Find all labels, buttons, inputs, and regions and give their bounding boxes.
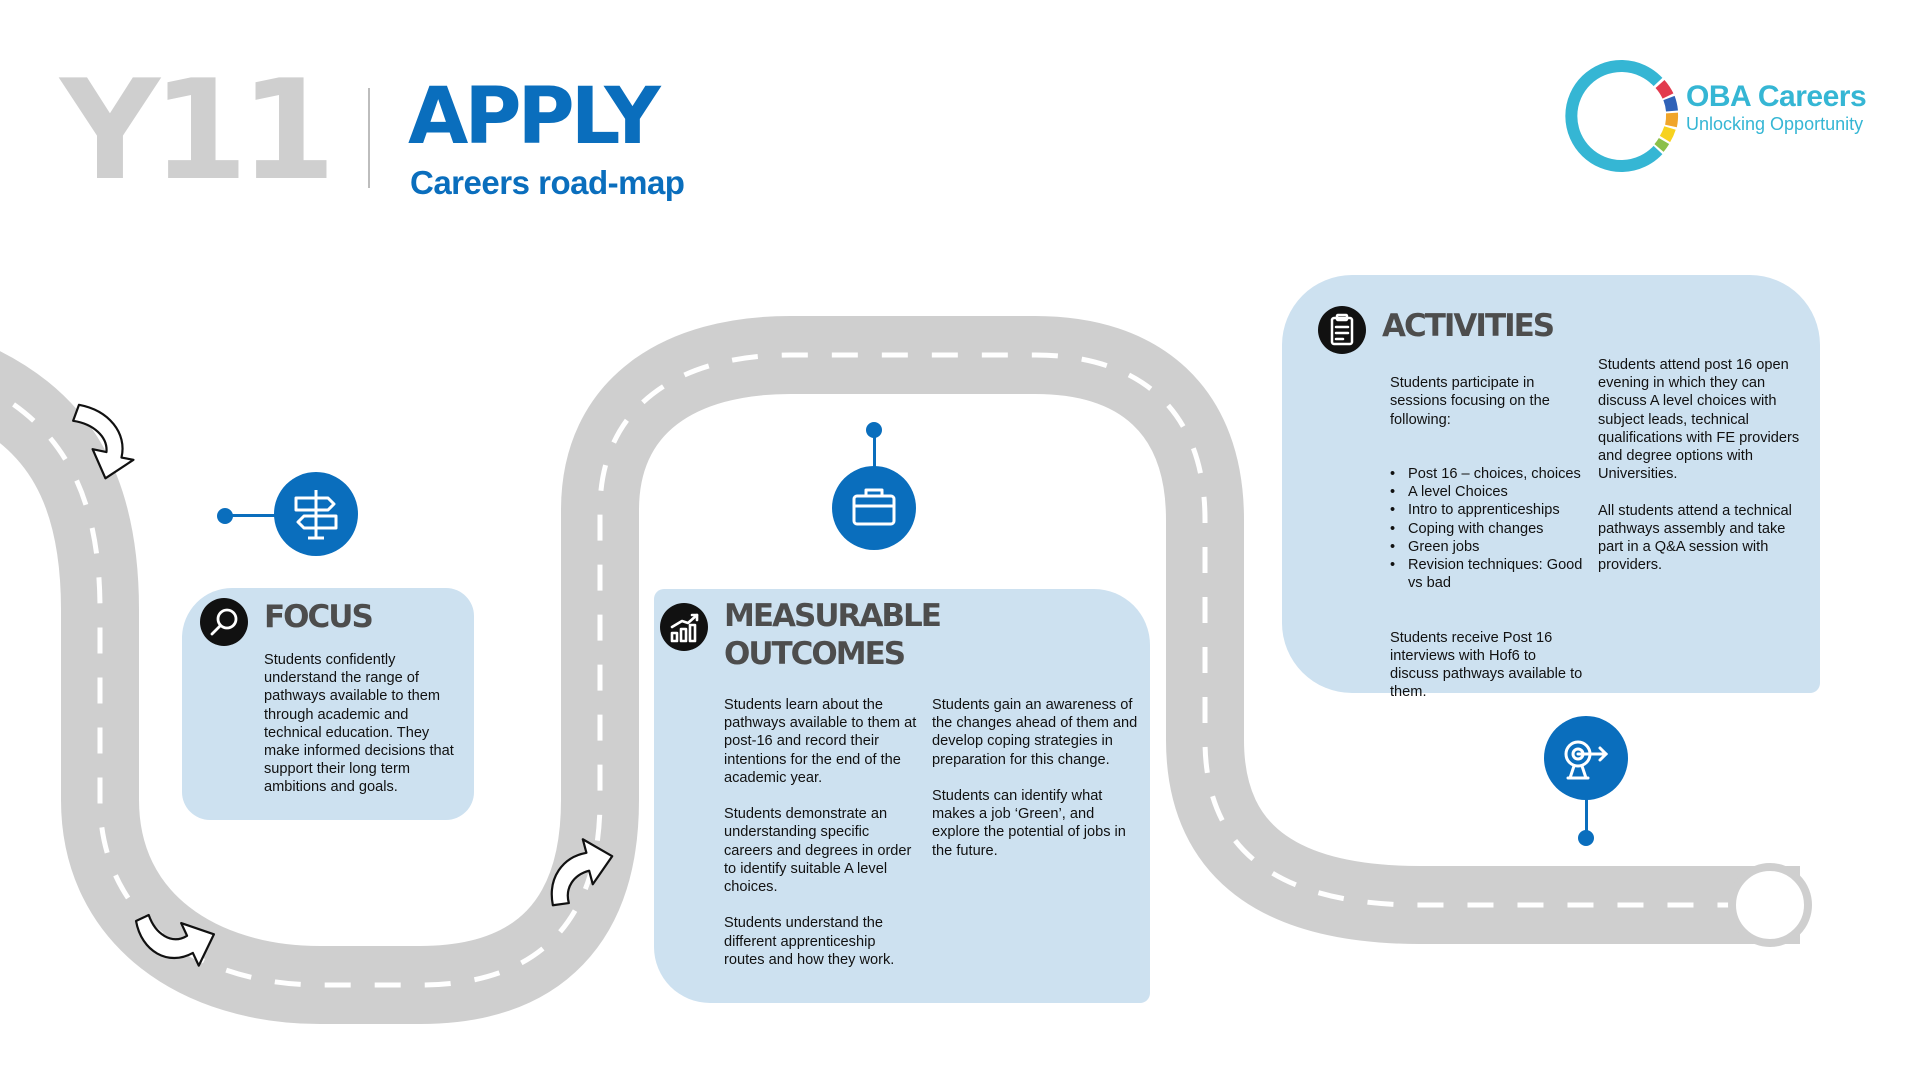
milestone-target [1544, 716, 1628, 800]
milestone-stem [873, 430, 876, 470]
year-label: Y11 [60, 50, 336, 211]
magnifier-icon [210, 608, 238, 636]
milestone-stem [1585, 798, 1588, 834]
outcomes-badge [660, 603, 708, 651]
outcomes-heading-line2: OUTCOMES [724, 636, 906, 672]
oba-logo-icon [1565, 60, 1679, 172]
list-item: A level Choices [1390, 483, 1586, 501]
activities-heading: ACTIVITIES [1382, 308, 1555, 344]
curved-arrow-icon [134, 913, 216, 967]
outcomes-column-2: Students gain an awareness of the change… [932, 697, 1138, 859]
list-item: Coping with changes [1390, 520, 1586, 538]
list-item: Revision techniques: Good vs bad [1390, 556, 1586, 592]
milestone-briefcase [832, 466, 916, 550]
road-center-dashes [0, 352, 1760, 988]
milestone-signpost [274, 472, 358, 556]
clipboard-icon [1330, 313, 1354, 346]
curved-arrow-icon [72, 403, 135, 480]
outcomes-card [654, 589, 1150, 1003]
list-item: Green jobs [1390, 538, 1586, 556]
target-icon [1564, 740, 1609, 780]
activities-list: Post 16 – choices, choices A level Choic… [1390, 465, 1586, 592]
curved-arrow-icon [550, 838, 614, 907]
milestone-dot [1578, 830, 1594, 846]
activities-column-2: Students attend post 16 open evening in … [1598, 357, 1800, 574]
activities-after: Students receive Post 16 interviews with… [1390, 629, 1583, 701]
focus-badge [200, 598, 248, 646]
focus-text: Students confidently understand the rang… [264, 652, 454, 796]
logo-name: OBA Careers [1686, 80, 1867, 113]
header-divider [368, 88, 370, 188]
page-title: APPLY [408, 72, 661, 162]
activities-intro: Students participate in sessions focusin… [1390, 375, 1550, 428]
outcomes-heading-line1: MEASURABLE [724, 598, 942, 634]
page-subtitle: Careers road-map [410, 164, 685, 201]
chart-icon [670, 613, 699, 643]
logo-tagline: Unlocking Opportunity [1686, 114, 1864, 134]
outcomes-column-1: Students learn about the pathways availa… [724, 697, 917, 968]
list-item: Post 16 – choices, choices [1390, 465, 1586, 483]
list-item: Intro to apprenticeships [1390, 501, 1586, 519]
activities-badge [1318, 306, 1366, 354]
focus-heading: FOCUS [264, 599, 374, 635]
activities-column-1: Students participate in sessions focusin… [1390, 356, 1586, 720]
briefcase-icon [852, 488, 896, 526]
milestone-stem [225, 514, 280, 517]
road-end-circle [1728, 863, 1812, 947]
signpost-icon [294, 490, 338, 540]
